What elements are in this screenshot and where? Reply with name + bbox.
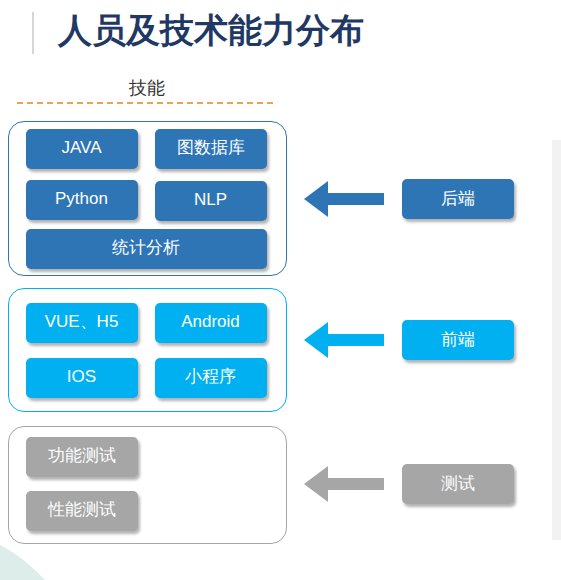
skill-group: VUE、H5 AndroidIOS 小程序 [8, 288, 287, 412]
box-label: Python [55, 189, 108, 209]
skill-box: 功能测试 [26, 437, 138, 477]
skill-group: 功能测试性能测试 [8, 426, 287, 544]
title-divider [32, 12, 34, 54]
box-label: VUE、H5 [45, 312, 119, 332]
skill-box: IOS [26, 358, 138, 398]
block-arrow [328, 334, 384, 346]
skill-group: JAVA 图数据库 Python NLP 统计分析 [8, 121, 287, 276]
box-label: 后端 [441, 189, 475, 209]
section-heading: 技能 [107, 76, 187, 100]
box-label: 统计分析 [112, 238, 180, 258]
skill-box: Android [155, 303, 267, 343]
side-bar [552, 140, 561, 540]
corner-illustration [0, 545, 45, 580]
dashed-rule [17, 102, 277, 104]
skill-box: 小程序 [155, 358, 267, 398]
box-label: IOS [67, 367, 96, 387]
page-title: 人员及技术能力分布 [58, 8, 364, 54]
skill-box: JAVA [26, 129, 138, 169]
skill-box: Python [26, 180, 138, 220]
block-arrow [328, 193, 384, 205]
box-label: JAVA [62, 138, 102, 158]
skill-box: 性能测试 [26, 491, 138, 531]
box-label: NLP [194, 190, 227, 210]
skill-box: 后端 [402, 179, 514, 219]
box-label: Android [181, 312, 240, 332]
block-arrow [328, 478, 384, 490]
box-label: 功能测试 [48, 446, 116, 466]
skill-box: VUE、H5 [26, 303, 138, 343]
box-label: 测试 [441, 474, 475, 494]
skill-box: 图数据库 [155, 129, 267, 169]
skill-box: NLP [155, 181, 267, 221]
box-label: 小程序 [185, 367, 236, 387]
box-label: 前端 [441, 330, 475, 350]
skill-box: 统计分析 [26, 229, 267, 269]
box-label: 性能测试 [48, 500, 116, 520]
box-label: 图数据库 [177, 138, 245, 158]
skill-box: 测试 [402, 464, 514, 504]
skill-box: 前端 [402, 320, 514, 360]
